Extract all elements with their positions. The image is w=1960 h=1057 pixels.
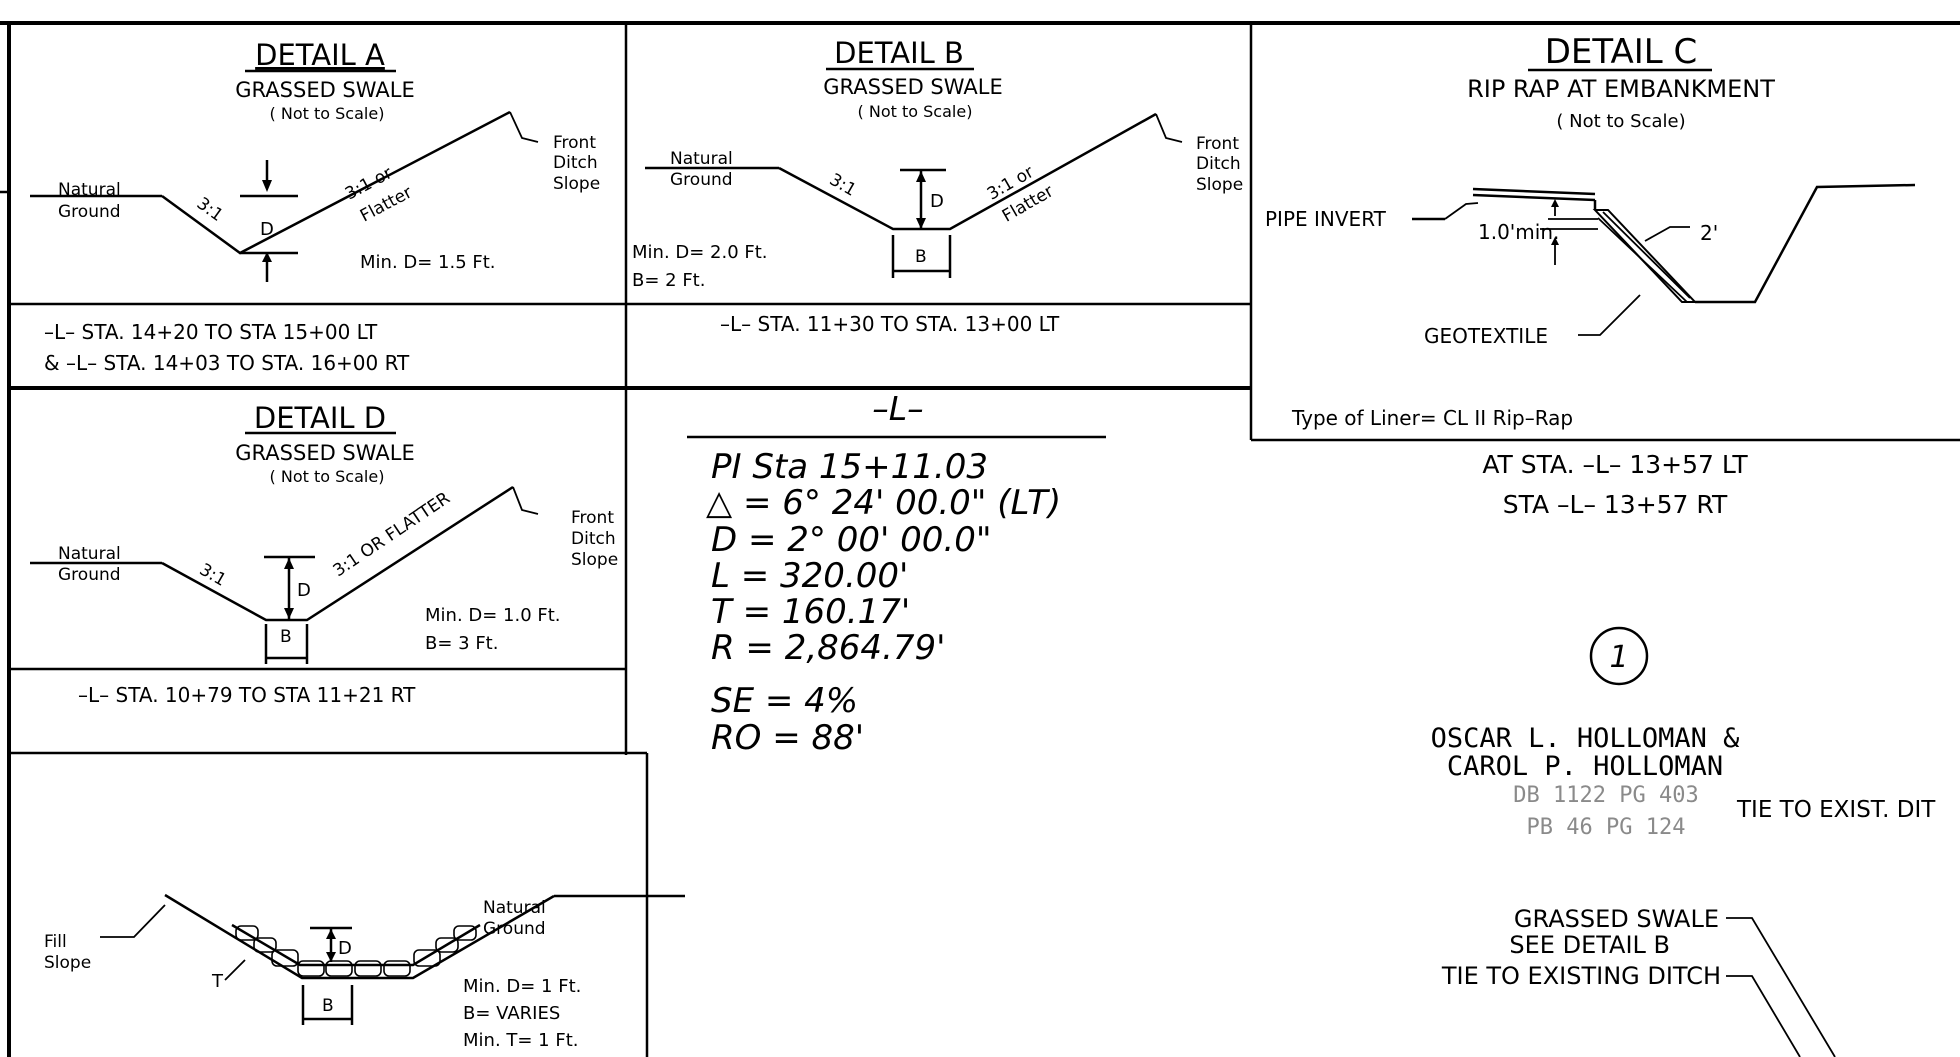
min-t-value: Min. T= 1 Ft. <box>463 1030 579 1051</box>
min-cover-label: 1.0'min. <box>1478 220 1559 244</box>
depth-label: D <box>338 938 352 959</box>
detail-b: DETAIL B GRASSED SWALE ( Not to Scale) N… <box>632 36 1243 336</box>
deed-reference: DB 1122 PG 403 <box>1513 783 1698 808</box>
curve-runoff: RO = 88' <box>711 718 864 758</box>
front-ditch-slope: Front <box>553 133 596 153</box>
base-label: B <box>322 996 334 1016</box>
slope-ratio-left: 3:1 <box>196 560 230 591</box>
natural-ground-label: Natural <box>58 180 121 200</box>
station-range: –L– STA. 10+79 TO STA 11+21 RT <box>78 683 416 707</box>
geotextile-label: GEOTEXTILE <box>1424 324 1548 348</box>
detail-e: Fill Slope Natural Ground T D B Min. D= … <box>44 893 685 1051</box>
sheet-frame <box>0 21 1960 1057</box>
sheet-number: 1 <box>1609 640 1628 675</box>
detail-a: DETAIL A GRASSED SWALE ( Not to Scale) N… <box>30 38 600 375</box>
station-range: –L– STA. 14+20 TO STA 15+00 LT <box>44 320 378 344</box>
curve-superelevation: SE = 4% <box>711 681 858 721</box>
curve-degree: D = 2° 00' 00.0" <box>711 520 991 560</box>
svg-text:Ditch: Ditch <box>571 529 616 549</box>
curve-delta: △ = 6° 24' 00.0" (LT) <box>706 483 1061 523</box>
svg-text:CAROL P. HOLLOMAN: CAROL P. HOLLOMAN <box>1447 751 1723 782</box>
detail-c-subtitle: RIP RAP AT EMBANKMENT <box>1467 75 1775 103</box>
curve-radius: R = 2,864.79' <box>711 628 945 668</box>
svg-text:Slope: Slope <box>44 953 91 973</box>
detail-d-subtitle: GRASSED SWALE <box>235 441 414 465</box>
detail-b-scale: ( Not to Scale) <box>858 102 973 121</box>
slope-ratio-right: 3:1 OR FLATTER <box>330 488 454 581</box>
owner-name: OSCAR L. HOLLOMAN & <box>1431 723 1741 754</box>
fill-slope-label: Fill <box>44 932 67 952</box>
min-d-value: Min. D= 2.0 Ft. <box>632 242 768 263</box>
curve-data: –L– PI Sta 15+11.03 △ = 6° 24' 00.0" (LT… <box>687 389 1106 758</box>
alignment-label: –L– <box>872 389 923 428</box>
b-value: B= 3 Ft. <box>425 633 498 654</box>
natural-ground-label: Natural <box>670 149 733 169</box>
detail-c: DETAIL C RIP RAP AT EMBANKMENT ( Not to … <box>1265 32 1916 519</box>
min-d-value: Min. D= 1.5 Ft. <box>360 252 496 273</box>
sheet-number-circle <box>1589 626 1649 686</box>
pipe-invert-label: PIPE INVERT <box>1265 207 1387 231</box>
depth-label: D <box>930 191 944 212</box>
svg-text:Ground: Ground <box>58 202 121 222</box>
svg-text:Slope: Slope <box>1196 175 1243 195</box>
base-label: B <box>915 247 927 267</box>
detail-a-subtitle: GRASSED SWALE <box>235 78 414 102</box>
detail-a-scale: ( Not to Scale) <box>270 104 385 123</box>
detail-c-title: DETAIL C <box>1545 32 1698 72</box>
plan-labels: 1 OSCAR L. HOLLOMAN & CAROL P. HOLLOMAN … <box>1431 626 1936 1057</box>
depth-label: D <box>297 580 311 601</box>
min-d-value: Min. D= 1 Ft. <box>463 976 581 997</box>
svg-text:Ditch: Ditch <box>553 153 598 173</box>
liner-type: Type of Liner= CL II Rip–Rap <box>1291 406 1573 430</box>
detail-b-title: DETAIL B <box>834 36 964 70</box>
svg-text:Ground: Ground <box>58 565 121 585</box>
curve-length: L = 320.00' <box>711 556 908 596</box>
curve-pi-station: PI Sta 15+11.03 <box>711 447 988 487</box>
detail-d-scale: ( Not to Scale) <box>270 467 385 486</box>
detail-c-scale: ( Not to Scale) <box>1556 111 1685 132</box>
natural-ground-label: Natural <box>483 898 546 918</box>
svg-text:& –L– STA. 14+03 TO STA. 16: & –L– STA. 14+03 TO STA. 16+00 RT <box>44 351 410 375</box>
svg-text:Ground: Ground <box>670 170 733 190</box>
base-label: B <box>280 627 292 647</box>
station-range: –L– STA. 11+30 TO STA. 13+00 LT <box>720 312 1060 336</box>
tie-to-exist-label: TIE TO EXIST. DIT <box>1736 797 1936 823</box>
b-value: B= VARIES <box>463 1003 560 1024</box>
front-ditch-slope: Front <box>571 508 614 528</box>
callout-grassed-swale: GRASSED SWALE <box>1514 905 1719 933</box>
depth-label: D <box>260 219 274 240</box>
rip-rap-stones <box>235 925 477 977</box>
thickness-label: 2' <box>1700 221 1718 245</box>
b-value: B= 2 Ft. <box>632 270 705 291</box>
detail-a-title: DETAIL A <box>255 38 385 72</box>
svg-text:STA –L– 13+57 RT: STA –L– 13+57 RT <box>1503 490 1728 519</box>
station-range: AT STA. –L– 13+57 LT <box>1482 450 1748 479</box>
svg-text:Slope: Slope <box>553 174 600 194</box>
svg-text:SEE DETAIL B: SEE DETAIL B <box>1509 931 1670 959</box>
min-d-value: Min. D= 1.0 Ft. <box>425 605 561 626</box>
front-ditch-slope: Front <box>1196 134 1239 154</box>
t-label: T <box>211 971 224 992</box>
detail-d: DETAIL D GRASSED SWALE ( Not to Scale) N… <box>30 401 618 707</box>
natural-ground-label: Natural <box>58 544 121 564</box>
callout-tie-existing-ditch: TIE TO EXISTING DITCH <box>1441 962 1721 990</box>
detail-b-subtitle: GRASSED SWALE <box>823 75 1002 99</box>
svg-text:Slope: Slope <box>571 550 618 570</box>
curve-tangent: T = 160.17' <box>711 592 910 632</box>
svg-text:Ditch: Ditch <box>1196 154 1241 174</box>
svg-text:PB 46 PG 124: PB 46 PG 124 <box>1527 815 1686 840</box>
svg-text:Ground: Ground <box>483 919 546 939</box>
detail-d-title: DETAIL D <box>254 401 386 435</box>
